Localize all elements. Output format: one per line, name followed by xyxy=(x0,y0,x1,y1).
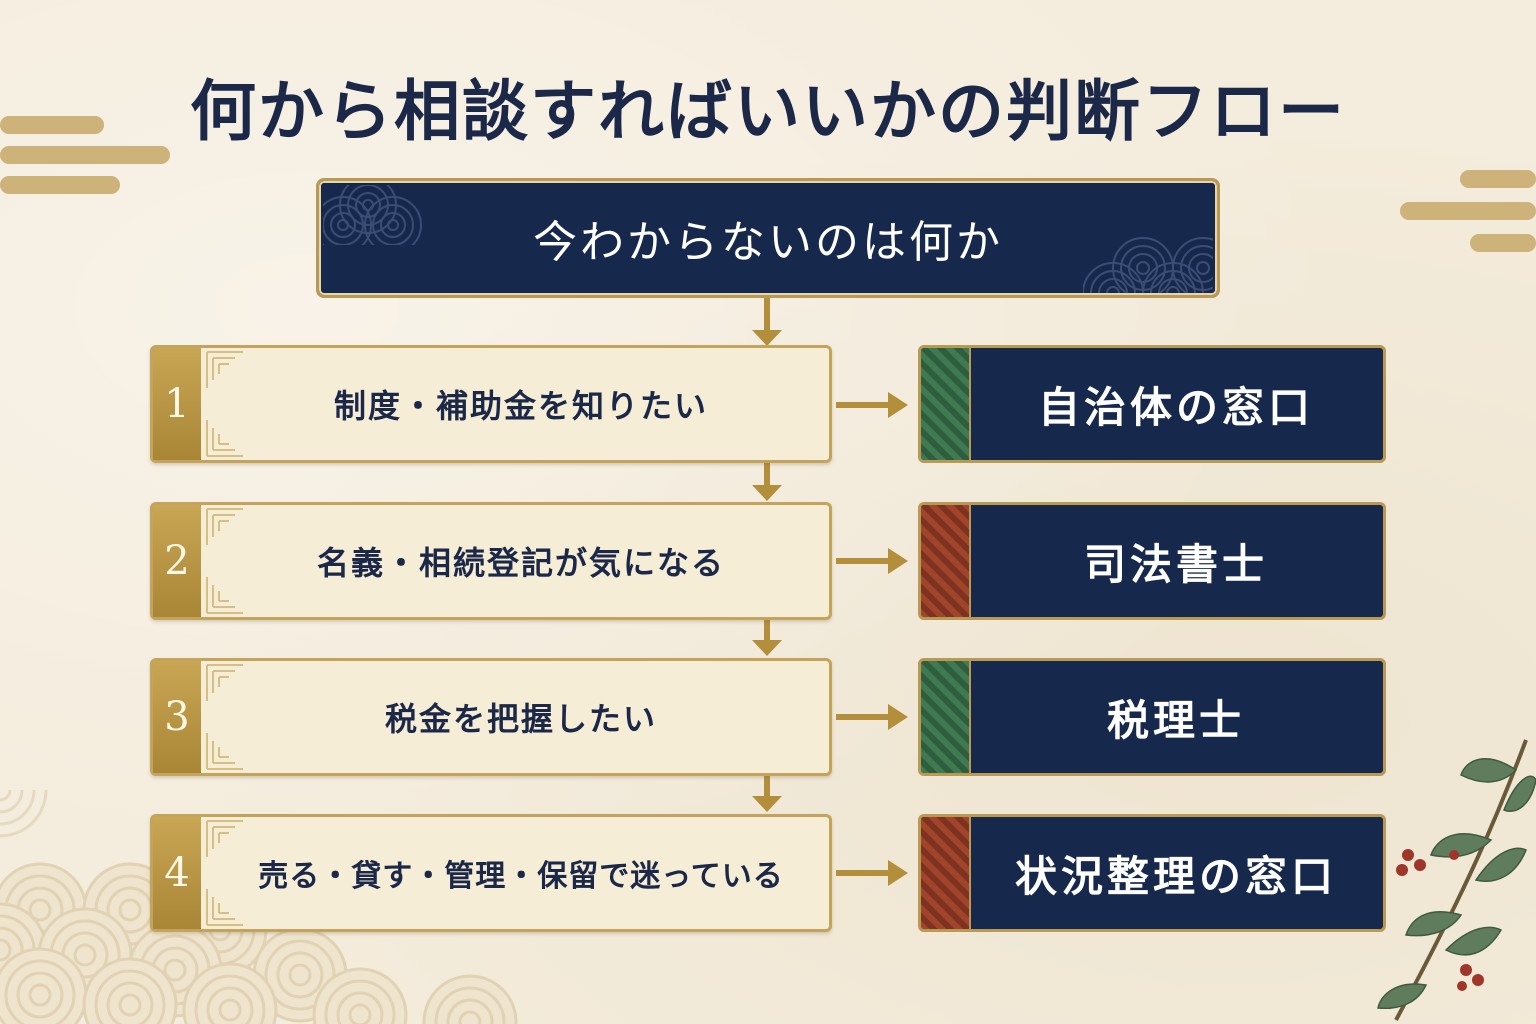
arrow-down-2 xyxy=(752,463,782,503)
answer-box-2: 司法書士 xyxy=(918,502,1386,620)
question-box-4: 4 売る・貸す・管理・保留で迷っている xyxy=(150,814,832,932)
pattern-strip xyxy=(921,817,971,929)
answer-label: 司法書士 xyxy=(1083,539,1268,589)
question-box-2: 2 名義・相続登記が気になる xyxy=(150,502,832,620)
start-label: 今わからないのは何か xyxy=(533,217,1003,268)
wave-pattern-right xyxy=(1083,237,1213,293)
lattice-corner-icon xyxy=(206,733,243,770)
step-number: 2 xyxy=(153,505,201,617)
answer-box-3: 税理士 xyxy=(918,658,1386,776)
lattice-corner-icon xyxy=(206,577,243,614)
lattice-corner-icon xyxy=(206,351,243,388)
wave-pattern-left xyxy=(323,185,422,245)
cloud-decoration-left xyxy=(0,110,170,210)
wave-pattern-decoration xyxy=(0,790,518,1024)
step-number: 1 xyxy=(153,348,201,460)
lattice-corner-icon xyxy=(206,664,243,701)
cloud-decoration-right xyxy=(1400,168,1536,278)
answer-label: 自治体の窓口 xyxy=(1037,382,1314,432)
page-title: 何から相談すればいいかの判断フロー xyxy=(190,72,1346,150)
arrow-down-4 xyxy=(752,774,782,814)
pattern-strip xyxy=(921,348,971,460)
arrow-down-1 xyxy=(752,298,782,348)
arrow-right-3 xyxy=(836,704,908,730)
lattice-corner-icon xyxy=(206,420,243,457)
arrow-right-1 xyxy=(836,392,908,418)
start-box: 今わからないのは何か xyxy=(316,178,1220,298)
arrow-right-2 xyxy=(836,548,908,574)
arrow-down-3 xyxy=(752,618,782,658)
arrow-right-4 xyxy=(836,860,908,886)
question-box-1: 1 制度・補助金を知りたい xyxy=(150,345,832,463)
leaf-branch-decoration xyxy=(1377,739,1536,1021)
answer-box-1: 自治体の窓口 xyxy=(918,345,1386,463)
lattice-corner-icon xyxy=(206,820,243,857)
question-label: 制度・補助金を知りたい xyxy=(333,387,708,425)
question-label: 売る・貸す・管理・保留で迷っている xyxy=(258,859,784,894)
answer-box-4: 状況整理の窓口 xyxy=(918,814,1386,932)
lattice-corner-icon xyxy=(206,889,243,926)
lattice-corner-icon xyxy=(206,508,243,545)
step-number: 3 xyxy=(153,661,201,773)
question-box-3: 3 税金を把握したい xyxy=(150,658,832,776)
pattern-strip xyxy=(921,505,971,617)
question-label: 名義・相続登記が気になる xyxy=(316,544,725,582)
step-number: 4 xyxy=(153,817,201,929)
answer-label: 状況整理の窓口 xyxy=(1014,851,1337,901)
answer-label: 税理士 xyxy=(1106,695,1245,745)
question-label: 税金を把握したい xyxy=(384,700,657,738)
pattern-strip xyxy=(921,661,971,773)
